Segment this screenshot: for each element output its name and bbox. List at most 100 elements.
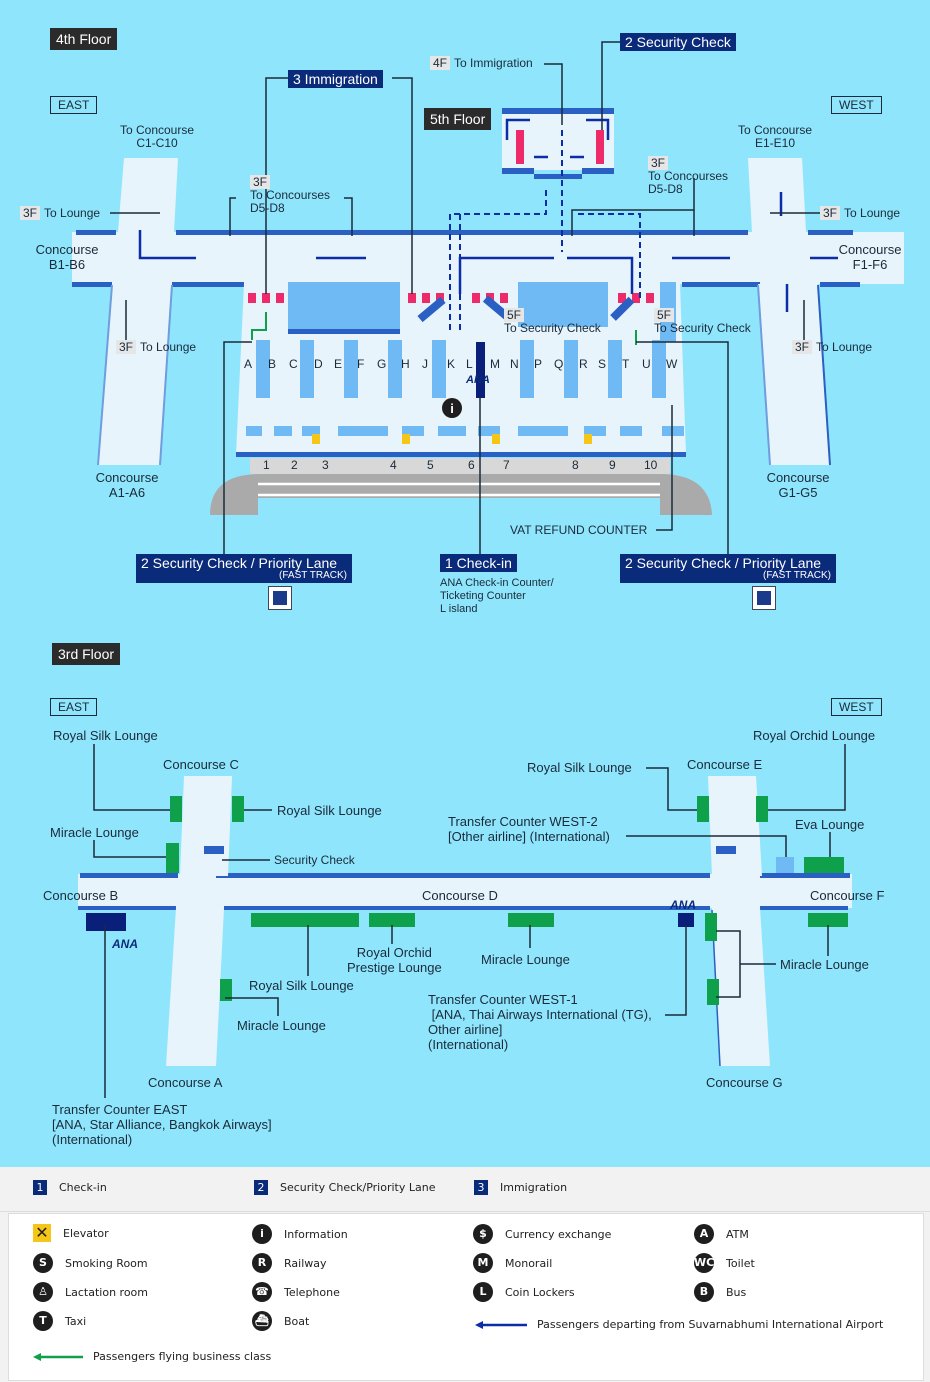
legend-label: Smoking Room (65, 1256, 148, 1270)
monorail-icon: M (473, 1253, 493, 1273)
escalators (417, 295, 635, 323)
row-letter-m: M (490, 357, 500, 371)
bus-icon: B (694, 1282, 714, 1302)
gate-number-6: 6 (468, 458, 475, 472)
row-letter-t: T (622, 357, 630, 371)
pier-g (758, 284, 830, 465)
transfer-west-1-counter (678, 913, 694, 927)
coin-lockers-icon: L (473, 1282, 493, 1302)
pier-c-top (118, 158, 178, 232)
ana-counter-l-island (476, 342, 485, 398)
counter (274, 426, 292, 436)
checkin-islands (256, 340, 666, 398)
callout-immigration: 3 Immigration (288, 70, 383, 88)
royal-silk-lounge-d: Royal Silk Lounge (249, 978, 354, 993)
callout-checkin: 1 Check-in (440, 554, 517, 572)
callout-security-left: 2 Security Check / Priority Lane(FAST TR… (136, 554, 352, 583)
counter (478, 426, 500, 436)
row-letter-h: H (401, 357, 410, 371)
checkin-island (432, 340, 446, 398)
legend-coin-lockers: L Coin Lockers (473, 1282, 575, 1302)
callout-security-right: 2 Security Check / Priority Lane(FAST TR… (620, 554, 836, 583)
concourse-e-label: Concourse E (687, 757, 763, 772)
business-route-left (251, 312, 267, 340)
gate-number-5: 5 (427, 458, 434, 472)
counter (620, 426, 642, 436)
legend-label: Elevator (63, 1226, 109, 1240)
transfer-west-1-label: Transfer Counter WEST-1 [ANA, Thai Airwa… (428, 992, 652, 1052)
immigration-hall-right (518, 282, 608, 327)
east-label-3f: EAST (50, 698, 98, 716)
third-floor-badge: 3rd Floor (52, 643, 121, 665)
row-letter-w: W (666, 357, 678, 371)
counter (402, 426, 424, 436)
west-label-4f: WEST (831, 96, 882, 114)
information-icon (442, 398, 462, 418)
legend-label: Railway (284, 1256, 327, 1270)
fourth-floor-map: i (72, 41, 904, 554)
legend-label: Bus (726, 1285, 747, 1299)
concourse-b-label-3f: Concourse B (43, 888, 119, 903)
checkin-island (608, 340, 622, 398)
legend-label: Taxi (65, 1314, 87, 1328)
fourth-floor-badge: 4th Floor (50, 28, 118, 50)
checkin-island (344, 340, 358, 398)
counter (662, 426, 684, 436)
concourse-d-label: Concourse D (422, 888, 498, 903)
vat-refund-label: VAT REFUND COUNTER (510, 523, 648, 537)
boat-icon: ⛴ (252, 1311, 272, 1331)
concourse-f-label-3f: Concourse F (810, 888, 885, 903)
legend-bus: B Bus (694, 1282, 746, 1302)
royal-silk-lounge-e: Royal Silk Lounge (527, 760, 632, 775)
ana-logo-east: ANA (112, 937, 138, 951)
legend-label: Currency exchange (505, 1227, 612, 1241)
legend-label: Toilet (726, 1256, 755, 1270)
counter (246, 426, 262, 436)
checkin-island (652, 340, 666, 398)
bottom-counters (246, 426, 684, 436)
concourse-a-label-3f: Concourse A (148, 1075, 223, 1090)
counter (338, 426, 388, 436)
checkin-island (388, 340, 402, 398)
legend-label: Monorail (505, 1256, 553, 1270)
miracle-lounge-c: Miracle Lounge (50, 825, 139, 840)
transfer-west-2-label: Transfer Counter WEST-2[Other airline] (… (448, 814, 610, 844)
gate-number-2: 2 (291, 458, 298, 472)
miracle-lounge-a: Miracle Lounge (237, 1018, 326, 1033)
transfer-west-2-counter (776, 857, 794, 873)
business-card-icon-right (752, 586, 776, 610)
legend-lactation-room: ♙Lactation room (33, 1282, 148, 1302)
legend-departing: Passengers departing from Suvarnabhumi I… (475, 1318, 883, 1331)
gate-number-4: 4 (390, 458, 397, 472)
ana-logo-west: ANA (670, 898, 696, 912)
gate-number-9: 9 (609, 458, 616, 472)
legend-label: Coin Lockers (505, 1285, 575, 1299)
checkin-island (300, 340, 314, 398)
concourse-c-label: Concourse C (163, 757, 239, 772)
row-letter-l: L (466, 357, 473, 371)
royal-orchid-lounge-e: Royal Orchid Lounge (753, 728, 876, 743)
gate-number-8: 8 (572, 458, 579, 472)
row-letter-p: P (534, 357, 543, 371)
